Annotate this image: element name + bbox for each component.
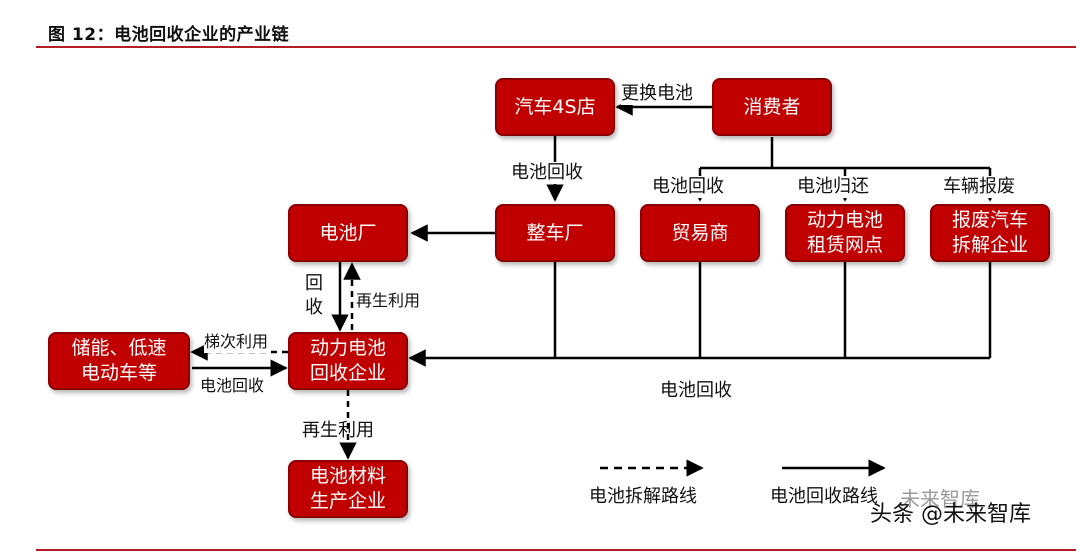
label-battery-recycle-storage: 电池回收 — [200, 375, 265, 397]
label-battery-recycle-main: 电池回收 — [660, 380, 732, 402]
legend-dismantle-route: 电池拆解路线 — [589, 486, 697, 508]
node-rental: 动力电池 租赁网点 — [785, 204, 905, 262]
label-recycle-vertical: 回 收 — [303, 272, 325, 320]
node-battery-factory: 电池厂 — [288, 204, 408, 262]
watermark-faint: 未来智库 — [900, 487, 980, 511]
watermark-main: 头条 @未来智库 — [870, 502, 1031, 527]
bottom-rule — [36, 549, 1076, 551]
label-vehicle-scrap: 车辆报废 — [943, 176, 1015, 198]
node-materials: 电池材料 生产企业 — [288, 460, 408, 518]
node-consumer: 消费者 — [712, 78, 832, 136]
label-reuse-lower: 再生利用 — [302, 420, 374, 441]
label-replace-battery: 更换电池 — [621, 83, 693, 105]
label-battery-recycle-4s: 电池回收 — [511, 162, 583, 184]
node-oem: 整车厂 — [495, 204, 615, 262]
label-battery-recycle-trader: 电池回收 — [652, 176, 724, 198]
label-cascade-use: 梯次利用 — [204, 331, 269, 353]
figure-title: 图 12：电池回收企业的产业链 — [48, 25, 290, 45]
top-rule — [36, 46, 1076, 48]
label-reuse-upper: 再生利用 — [356, 290, 421, 312]
node-auto-4s: 汽车4S店 — [495, 78, 615, 136]
legend-recycle-route: 电池回收路线 — [770, 486, 878, 508]
node-recycler: 动力电池 回收企业 — [288, 332, 408, 390]
node-scrap: 报废汽车 拆解企业 — [930, 204, 1050, 262]
node-trader: 贸易商 — [640, 204, 760, 262]
label-battery-return: 电池归还 — [797, 176, 869, 198]
node-storage: 储能、低速 电动车等 — [48, 332, 190, 390]
